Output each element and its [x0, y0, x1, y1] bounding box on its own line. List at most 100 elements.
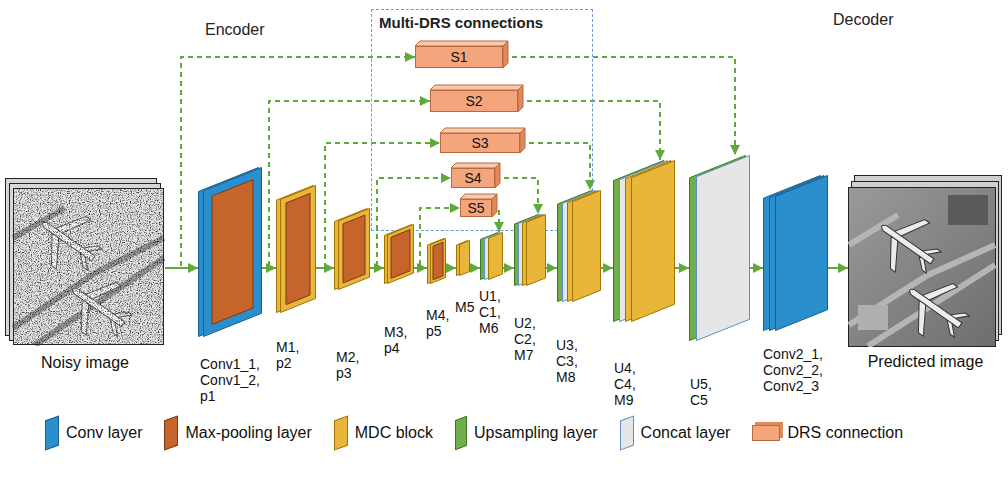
legend-item: Upsampling layer — [455, 418, 598, 448]
drs-name: S5 — [467, 200, 484, 216]
drs-connection-box: S1 — [415, 46, 503, 68]
legend-swatch — [45, 415, 59, 450]
max-pooling-layer — [212, 180, 253, 325]
mdc-block — [489, 233, 503, 280]
flow-arrow — [601, 267, 613, 269]
legend-swatch — [752, 425, 780, 441]
image-caption-box: Noisy image — [0, 354, 175, 372]
flow-arrow — [828, 267, 848, 269]
max-pooling-layer — [286, 193, 310, 304]
image-frame: Noisy image — [5, 178, 165, 346]
layer-stack: U5, C5 — [689, 155, 750, 341]
drs-box-side — [520, 128, 525, 153]
drs-connection-box: S3 — [440, 133, 520, 153]
noisy-photo — [13, 188, 164, 346]
layer-label-box: M2, p3 — [336, 349, 372, 381]
layer-stack-shape — [334, 208, 370, 290]
legend-swatch — [620, 415, 634, 450]
layer-stack: Conv1_1, Conv1_2, p1 — [198, 167, 262, 337]
layer-stack-shape — [557, 190, 601, 302]
layer-label: Conv1_1, Conv1_2, p1 — [200, 356, 266, 404]
legend-swatch — [164, 415, 178, 450]
max-pooling-layer — [391, 230, 410, 279]
layer-label-box: U3, C3, M8 — [556, 337, 586, 385]
layer-stack: M2, p3 — [334, 208, 370, 290]
drs-box-top — [440, 128, 525, 133]
layer-label-box: M5 — [455, 299, 477, 315]
max-pooling-layer — [343, 215, 365, 283]
layer-label: M3, p4 — [384, 324, 420, 356]
drs-box-side — [492, 194, 497, 217]
mdc-block — [281, 186, 316, 313]
layer-stack: M3, p4 — [384, 224, 414, 284]
image-frame: Predicted image — [848, 175, 1003, 347]
layer-stack-shape — [689, 155, 750, 341]
layer-stack-shape — [384, 224, 414, 284]
layer-label: M5 — [455, 299, 477, 315]
legend-text: Conv layer — [66, 424, 142, 442]
legend: Conv layer Max-pooling layer MDC block Upsa… — [45, 418, 903, 448]
drs-box-top — [451, 163, 500, 168]
skip-connector — [495, 178, 538, 214]
layer-label-box: U1, C1, M6 — [479, 288, 509, 336]
noisy-image-illustration — [5, 178, 165, 346]
legend-text: Max-pooling layer — [185, 424, 311, 442]
drs-name: S3 — [471, 135, 488, 151]
mdc-block — [632, 161, 675, 322]
layer-label-box: U5, C5 — [690, 376, 722, 408]
legend-item: Conv layer — [45, 418, 142, 448]
image-caption: Noisy image — [0, 354, 175, 372]
layer-label: U4, C4, M9 — [614, 360, 646, 408]
section-label: Decoder — [833, 11, 893, 29]
concat-layer — [697, 156, 750, 341]
layer-label: M1, p2 — [276, 339, 312, 371]
drs-box-side — [518, 85, 523, 112]
predicted-image-illustration — [848, 175, 1003, 347]
drs-connection-box: S2 — [430, 90, 518, 112]
drs-name: S1 — [450, 49, 467, 65]
layer-stack-shape — [763, 175, 828, 331]
layer-stack: Conv2_1, Conv2_2, Conv2_3 — [763, 175, 828, 331]
flow-arrow — [470, 267, 480, 269]
layer-stack-shape — [427, 238, 446, 284]
skip-connector — [518, 101, 660, 160]
legend-swatch — [334, 415, 348, 450]
legend-item: Max-pooling layer — [164, 418, 311, 448]
layer-label-box: M3, p4 — [384, 324, 420, 356]
layer-label: Conv2_1, Conv2_2, Conv2_3 — [763, 346, 829, 394]
layer-stack: M4, p5 — [427, 238, 446, 284]
legend-text: DRS connection — [787, 424, 903, 442]
drs-box-side — [495, 163, 500, 188]
legend-item: DRS connection — [752, 424, 903, 442]
layer-label-box: M4, p5 — [426, 307, 452, 339]
layer-stack: U1, C1, M6 — [480, 232, 503, 280]
layer-label-box: Conv1_1, Conv1_2, p1 — [200, 356, 266, 404]
flow-arrow — [750, 267, 763, 269]
conv-layer — [776, 176, 828, 331]
legend-text: Concat layer — [641, 424, 731, 442]
layer-stack: M1, p2 — [276, 185, 316, 313]
layer-label-box: U4, C4, M9 — [614, 360, 646, 408]
layer-label-box: U2, C2, M7 — [514, 315, 544, 363]
layer-stack: U3, C3, M8 — [557, 190, 601, 302]
conv-layer — [204, 168, 262, 337]
layer-label-box: M1, p2 — [276, 339, 312, 371]
legend-text: Upsampling layer — [474, 424, 598, 442]
drs-box-side — [503, 41, 508, 68]
legend-item: MDC block — [334, 418, 433, 448]
group-title: Multi-DRS connections — [379, 14, 592, 31]
mdc-block — [388, 225, 414, 284]
layer-stack-shape — [198, 167, 262, 337]
drs-name: S4 — [464, 170, 481, 186]
flow-arrow — [546, 267, 557, 269]
layer-label-box: Conv2_1, Conv2_2, Conv2_3 — [763, 346, 829, 394]
drs-connection-box: S5 — [460, 199, 492, 217]
legend-text: MDC block — [355, 424, 433, 442]
layer-label: U5, C5 — [690, 376, 722, 408]
legend-swatch — [455, 416, 467, 450]
flow-arrow — [675, 267, 689, 269]
layer-stack: U4, C4, M9 — [613, 160, 675, 322]
skip-connector — [503, 57, 735, 155]
mdc-block — [460, 241, 470, 276]
